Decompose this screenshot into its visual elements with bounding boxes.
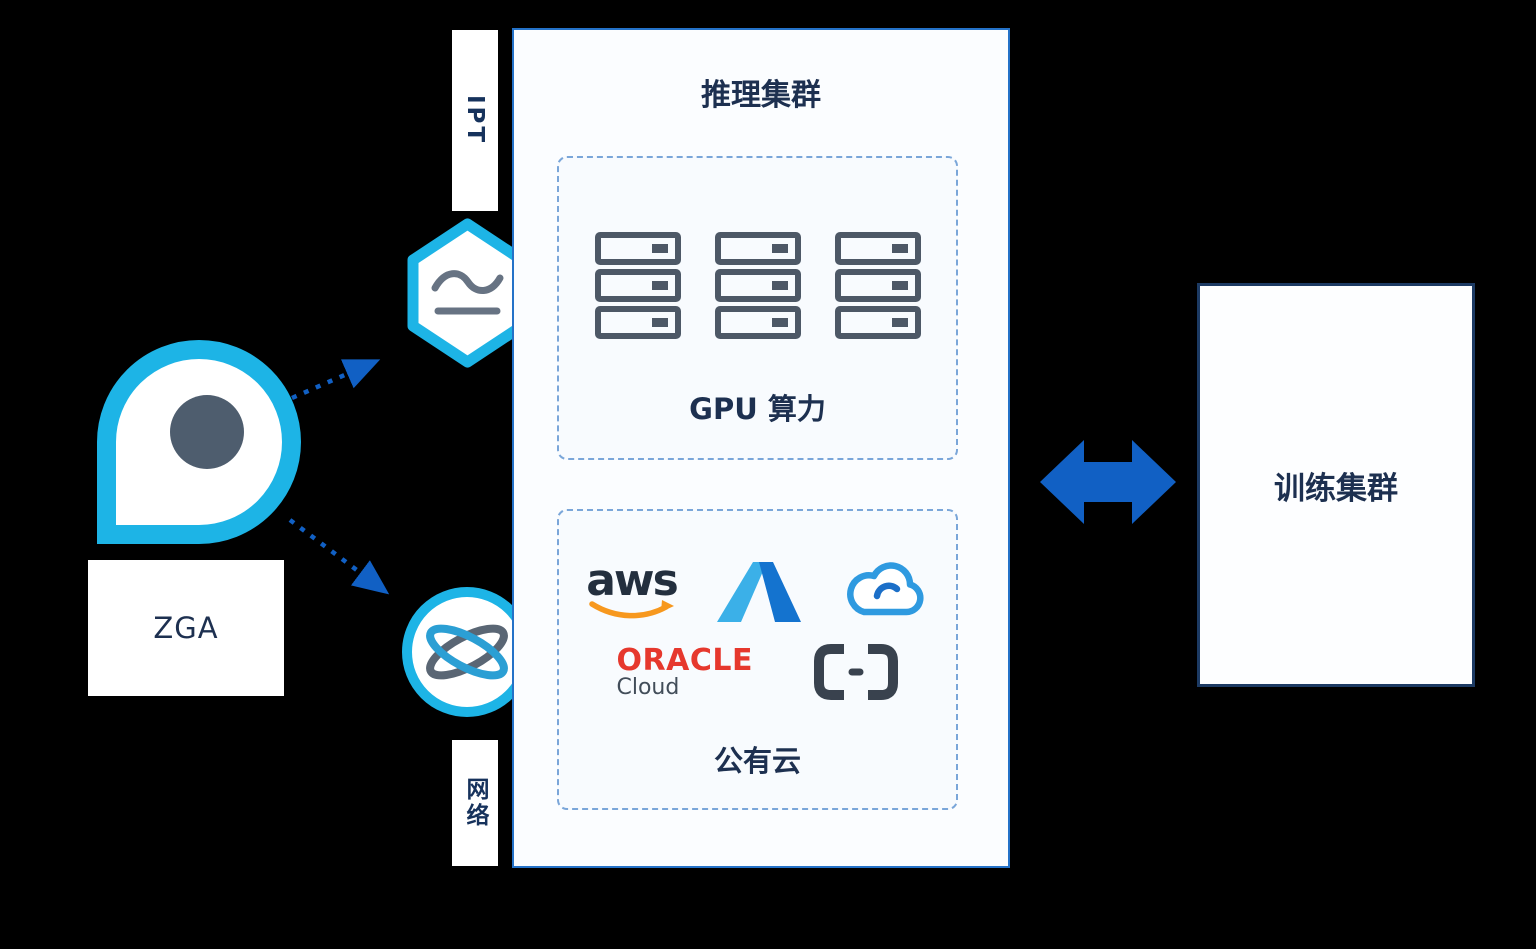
public-cloud-group-label: 公有云 [713,744,801,778]
cloud-logo-row-2: ORACLE Cloud [557,636,958,708]
oracle-cloud-logo: ORACLE Cloud [617,645,771,700]
cloud-logo-row-1: aws [557,550,958,634]
aws-wordmark: aws [586,555,679,607]
ipt-label: IPT [462,95,488,146]
inference-cluster-title: 推理集群 [701,78,821,113]
connector-zga-to-gateway [291,359,381,401]
connector-zga-to-network [288,518,390,595]
training-cluster-label: 训练集群 [1274,470,1398,507]
bidirectional-arrow-icon [1040,440,1176,524]
azure-logo-icon [716,562,801,622]
ipt-strip: IPT [452,30,498,211]
zga-label: ZGA [153,611,219,645]
server-icon [714,232,801,339]
oracle-cloud-subtext: Cloud [616,675,680,701]
server-icon [834,232,921,339]
zga-node: ZGA [88,560,284,696]
training-cluster-box: 训练集群 [1197,283,1475,687]
oracle-wordmark: ORACLE [616,642,753,678]
server-row [557,230,958,340]
network-strip: 网络 [452,740,498,866]
aws-smile-icon [588,599,674,619]
aws-logo: aws [586,555,679,621]
gpu-group-label: GPU 算力 [689,392,826,426]
server-icon [594,232,681,339]
network-label: 网络 [462,777,488,829]
tencent-cloud-logo-icon [846,562,924,616]
bracket-cloud-logo-icon [813,644,898,700]
zga-pin-dot [170,395,244,469]
